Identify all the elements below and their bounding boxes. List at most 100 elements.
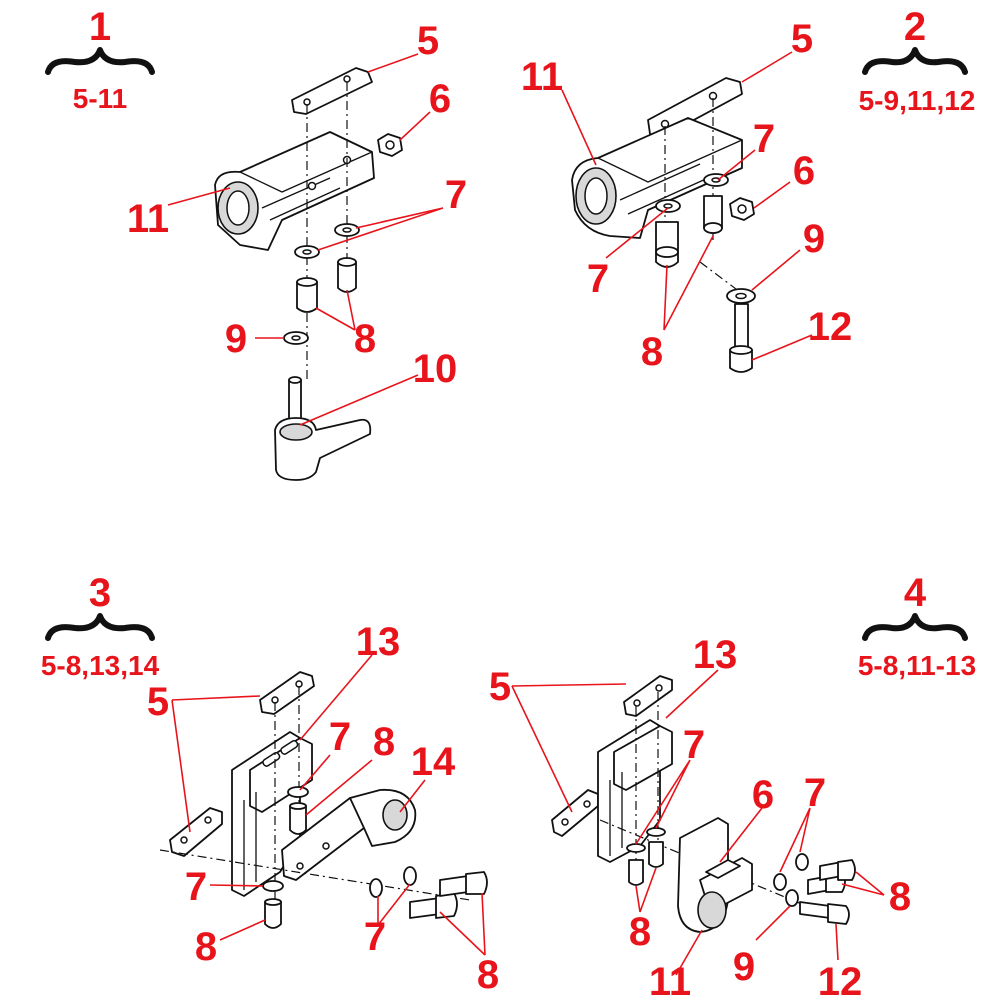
k1-lever-shaft-top bbox=[288, 376, 302, 384]
k3-screw-shaft bbox=[439, 875, 469, 897]
k4-nut-6 bbox=[705, 859, 741, 879]
kit-3-number: 3 bbox=[89, 571, 111, 615]
k3-leader bbox=[171, 695, 261, 833]
k2-screw-head bbox=[703, 222, 723, 234]
k1-nut-hole bbox=[385, 140, 395, 150]
kit-1-range: 5-11 bbox=[73, 83, 128, 114]
k1-leader bbox=[315, 289, 356, 331]
k3-plate-hole bbox=[204, 816, 212, 824]
k4-callout: 6 bbox=[752, 773, 774, 817]
k3-leader bbox=[299, 654, 373, 741]
k3-callout: 8 bbox=[195, 925, 217, 969]
k1-clamp-hole bbox=[307, 181, 317, 191]
k4-callout: 7 bbox=[804, 771, 826, 815]
k2-leader bbox=[717, 149, 756, 181]
k3-plate-5-top bbox=[259, 671, 315, 715]
k2-leader bbox=[753, 181, 791, 209]
k1-callout: 6 bbox=[429, 77, 451, 121]
k4-plate-5-top bbox=[623, 675, 673, 717]
k1-callout: 10 bbox=[413, 347, 458, 391]
k4-leader bbox=[511, 683, 627, 813]
k3-washer-7 bbox=[262, 880, 284, 892]
k2-leader bbox=[605, 207, 669, 259]
k3-leader bbox=[439, 892, 486, 956]
k3-callout: 7 bbox=[329, 715, 351, 759]
k3-washer-7 bbox=[287, 786, 309, 798]
k2-leader bbox=[561, 89, 597, 166]
k2-axis bbox=[699, 261, 741, 293]
k2-clamp-bore-inner bbox=[584, 177, 608, 215]
k4-screw-8 bbox=[837, 859, 856, 881]
k1-screw-head bbox=[337, 257, 357, 267]
k1-washer-hole bbox=[291, 335, 301, 341]
k3-leader bbox=[209, 884, 264, 887]
k2-callout: 7 bbox=[753, 117, 775, 161]
k2-callout: 9 bbox=[803, 217, 825, 261]
k2-callout: 8 bbox=[641, 330, 663, 374]
k1-clamp-edge bbox=[239, 151, 373, 193]
k4-screw-8 bbox=[648, 841, 664, 868]
k1-leader bbox=[399, 111, 431, 141]
k4-bracket-flange bbox=[613, 725, 673, 791]
k3-callout: 5 bbox=[147, 680, 169, 724]
k4-washer-9 bbox=[785, 889, 799, 907]
k1-screw-head bbox=[296, 277, 318, 287]
k1-callout: 9 bbox=[225, 317, 247, 361]
k1-callout: 5 bbox=[417, 19, 439, 63]
kit-2-range: 5-9,11,12 bbox=[859, 85, 976, 116]
kit-1-callouts: 5 6 11 7 9 8 10 bbox=[127, 19, 467, 391]
k4-clamp-bore bbox=[697, 891, 727, 929]
kit-3-brace bbox=[45, 613, 155, 641]
k2-washer-hole bbox=[735, 292, 747, 300]
kit-1-brace bbox=[45, 47, 155, 75]
k1-leader bbox=[367, 53, 419, 73]
k2-callout: 5 bbox=[791, 17, 813, 61]
k4-callout: 7 bbox=[683, 723, 705, 767]
k2-bolt-head bbox=[729, 345, 753, 355]
kit-2-brace bbox=[862, 47, 968, 75]
k3-callout: 7 bbox=[364, 915, 386, 959]
kit-2-drawing bbox=[571, 77, 756, 373]
k4-plate-hole bbox=[633, 699, 641, 707]
k1-callout: 11 bbox=[127, 197, 169, 241]
k4-callout: 9 bbox=[733, 945, 755, 989]
k3-callout: 13 bbox=[356, 620, 401, 664]
k2-callout: 7 bbox=[587, 257, 609, 301]
k4-plate-hole bbox=[583, 800, 591, 808]
k4-leader bbox=[835, 923, 839, 961]
k3-axis bbox=[159, 849, 471, 901]
k4-plate-hole bbox=[561, 818, 569, 826]
kit-4-drawing bbox=[551, 675, 856, 933]
kit-4-callouts: 13 5 7 6 7 8 8 11 9 12 bbox=[489, 633, 911, 1004]
k2-nut-hole bbox=[737, 204, 747, 214]
k4-screw-8 bbox=[628, 859, 644, 886]
k3-callout: 7 bbox=[185, 865, 207, 909]
k3-hook-bore bbox=[382, 799, 408, 831]
k3-callout: 14 bbox=[411, 740, 456, 784]
k4-leader bbox=[635, 759, 691, 845]
k4-bracket-edge bbox=[609, 772, 623, 856]
k3-screw-head bbox=[289, 802, 307, 810]
k2-callout: 12 bbox=[808, 305, 853, 349]
k2-clamp-edge bbox=[597, 139, 743, 183]
k1-leader bbox=[317, 207, 444, 251]
kit-1-drawing bbox=[214, 67, 403, 481]
kit-4-header: 4 5-8,11-13 bbox=[858, 571, 976, 681]
kit-3-header: 3 5-8,13,14 bbox=[41, 571, 160, 681]
leader-lines bbox=[167, 51, 885, 976]
k4-washer-7 bbox=[773, 873, 787, 891]
k3-bracket-edge bbox=[243, 792, 257, 890]
k4-bolt-shaft bbox=[799, 901, 831, 919]
k4-washer-7 bbox=[626, 843, 646, 853]
k3-plate-hole bbox=[296, 862, 304, 870]
k3-screw-8 bbox=[465, 871, 488, 895]
kit-3-range: 5-8,13,14 bbox=[41, 650, 160, 681]
k4-leader bbox=[755, 905, 791, 941]
k3-leader bbox=[219, 919, 266, 941]
k2-leader bbox=[751, 249, 801, 291]
k3-screw-8 bbox=[264, 901, 282, 929]
kit-2-header: 2 5-9,11,12 bbox=[859, 5, 976, 116]
k4-washer-7 bbox=[646, 827, 666, 837]
k1-clamp-slot bbox=[261, 177, 341, 221]
